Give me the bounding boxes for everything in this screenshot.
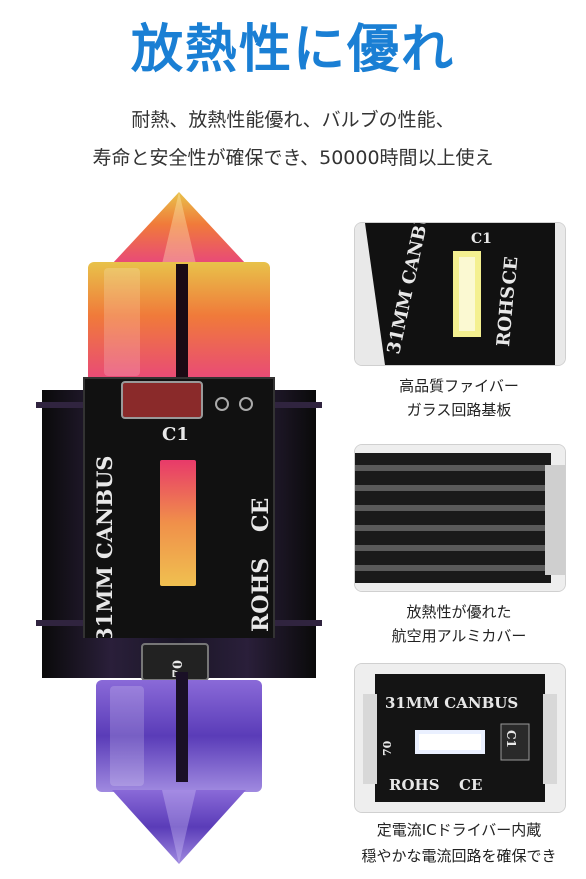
pcb-model-text: 31MM CANBUS (92, 456, 117, 642)
led-bulb-illustration: C1 31MM CANBUS ROHS CE 70 (36, 192, 322, 872)
thumb3-code: 70 (381, 740, 394, 756)
page-title: 放熱性に優れ (130, 20, 455, 80)
thumb3-c1: C1 (504, 730, 518, 748)
feature-2-caption-line2: 航空用アルミカバー (391, 627, 527, 645)
thumb3-rohs: ROHS (389, 776, 440, 794)
aluminum-cover-thumbnail (354, 444, 566, 592)
feature-3-caption-line1: 定電流ICドライバー内蔵 (376, 821, 542, 839)
feature-1-caption-line1: 高品質ファイバー (399, 377, 519, 395)
thumb1-ce: CE (499, 256, 522, 286)
pcb-closeup-thumbnail: 31MM CANBUS ROHS CE C1 (354, 222, 566, 366)
pcb-component-label: C1 (162, 424, 189, 445)
pcb-cert-ce: CE (248, 498, 274, 532)
thumb1-c1: C1 (471, 231, 492, 247)
thumb3-model-text: 31MM CANBUS (385, 694, 518, 712)
pcb-cert-rohs: ROHS (248, 558, 274, 632)
ic-driver-thumbnail: 31MM CANBUS C1 70 ROHS CE (354, 663, 566, 813)
feature-3-caption-line2: 穏やかな電流回路を確保でき (361, 847, 557, 865)
subtitle-line-1: 耐熱、放熱性能優れ、バルブの性能、 (131, 109, 455, 131)
thumb3-ce: CE (459, 776, 482, 794)
subtitle-line-2: 寿命と安全性が確保でき、50000時間以上使え (92, 147, 494, 169)
feature-1-caption-line2: ガラス回路基板 (406, 401, 512, 419)
feature-2-caption-line1: 放熱性が優れた (406, 603, 512, 621)
